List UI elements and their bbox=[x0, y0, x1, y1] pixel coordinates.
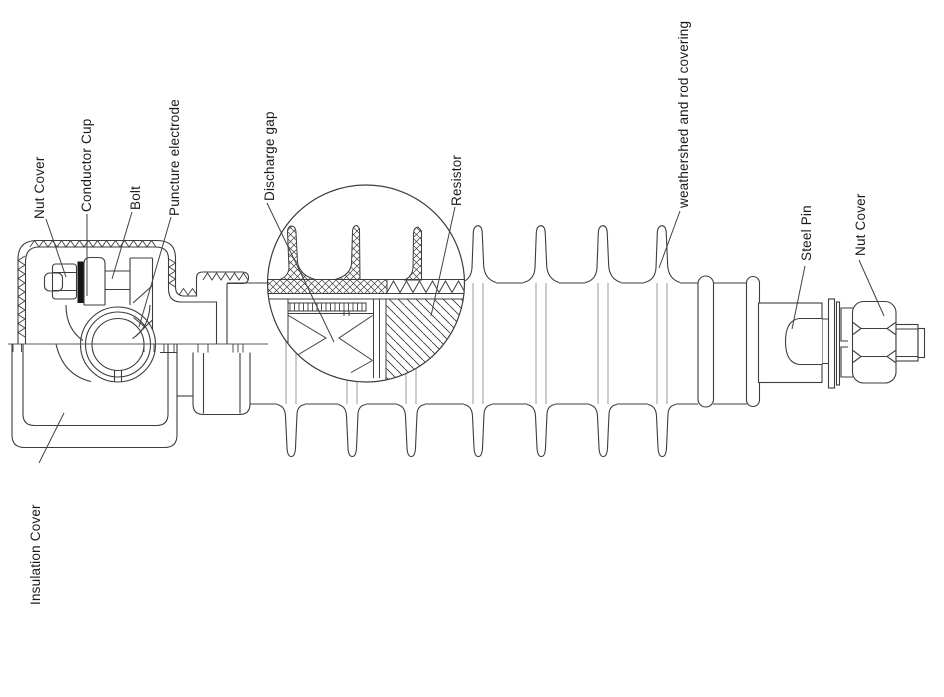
end-stub-tab bbox=[917, 327, 926, 359]
leader-lines bbox=[38, 202, 885, 464]
bolt-hex-head bbox=[51, 263, 78, 300]
weathershed-fin bbox=[459, 225, 497, 284]
weathershed-fin bbox=[522, 225, 560, 284]
clamp-ring-slit bbox=[113, 370, 123, 382]
leader-nut-cover-left bbox=[45, 218, 67, 278]
leader-steel-pin bbox=[791, 265, 806, 330]
leader-bolt bbox=[111, 211, 133, 280]
label-weathershed: weathershed and rod covering bbox=[676, 20, 691, 208]
nut-facet bbox=[852, 322, 896, 335]
cover-inner-line bbox=[24, 246, 218, 344]
weathershed-fin bbox=[643, 225, 681, 284]
discharge-electrode bbox=[288, 315, 327, 361]
label-puncture-electrode: Puncture electrode bbox=[167, 99, 182, 216]
conductor-cup-dark-plate bbox=[77, 261, 84, 303]
rod-collars bbox=[697, 275, 761, 408]
washer-flange bbox=[835, 301, 841, 386]
socket-wall bbox=[129, 257, 154, 343]
collar-ring bbox=[745, 275, 761, 408]
left-head-assembly bbox=[8, 239, 268, 449]
weathershed-fins bbox=[276, 225, 681, 458]
weathershed-fin-lower bbox=[396, 403, 426, 458]
label-nut-cover-right: Nut Cover bbox=[853, 193, 868, 256]
label-resistor: Resistor bbox=[449, 154, 464, 206]
insulation-cover-outer bbox=[11, 344, 178, 449]
leader-nut-cover-right bbox=[858, 259, 885, 317]
bolt-shaft bbox=[105, 270, 130, 291]
weathershed-fin-lower bbox=[276, 403, 306, 458]
weathershed-fin-lower bbox=[337, 403, 367, 458]
weathershed-fin-lower bbox=[588, 403, 618, 458]
weathershed-fin-lower bbox=[463, 403, 493, 458]
label-conductor-cup: Conductor Cup bbox=[79, 118, 94, 212]
leader-resistor bbox=[430, 206, 456, 317]
right-end-fitting bbox=[757, 298, 926, 389]
cover-outline bbox=[17, 239, 250, 344]
nut-facet bbox=[852, 350, 896, 363]
discharge-electrode bbox=[338, 315, 373, 361]
leader-insulation-cover bbox=[38, 412, 65, 464]
magnified-shed bbox=[403, 226, 422, 281]
resistor-block bbox=[385, 298, 464, 382]
rod-covering-band bbox=[267, 279, 388, 294]
label-bolt: Bolt bbox=[128, 185, 143, 210]
magnified-shed bbox=[279, 225, 316, 280]
collar-ring bbox=[697, 275, 715, 408]
bolt-tip bbox=[43, 272, 64, 292]
clip-bracket bbox=[840, 346, 853, 378]
weathershed-fin bbox=[584, 225, 622, 284]
label-discharge-gap: Discharge gap bbox=[262, 111, 277, 201]
nut-cover-shape bbox=[851, 300, 897, 384]
label-insulation-cover: Insulation Cover bbox=[28, 504, 43, 605]
weathershed-fin-lower bbox=[647, 403, 677, 458]
washer-flange bbox=[827, 298, 836, 389]
conductor-cup-shape bbox=[83, 256, 106, 306]
clamp-shoulders bbox=[55, 304, 151, 383]
magnified-shed bbox=[334, 224, 361, 280]
flange-ticks bbox=[12, 344, 244, 353]
leader-weathershed bbox=[658, 210, 681, 269]
weathershed-fin-lower bbox=[526, 403, 556, 458]
clevis-block bbox=[192, 352, 251, 416]
leader-puncture-electrode bbox=[138, 216, 172, 328]
clip-bracket bbox=[840, 307, 853, 342]
end-stub bbox=[895, 323, 919, 362]
steel-pin-shape bbox=[784, 317, 822, 366]
label-nut-cover-left: Nut Cover bbox=[32, 156, 47, 219]
label-steel-pin: Steel Pin bbox=[799, 205, 814, 261]
magnifier-circle bbox=[266, 184, 466, 383]
band-zigzag bbox=[386, 279, 465, 294]
crimp-comb bbox=[287, 302, 367, 312]
insulation-cover-inner bbox=[22, 344, 169, 427]
leader-discharge-gap bbox=[266, 202, 335, 343]
serration-teeth bbox=[17, 239, 249, 338]
